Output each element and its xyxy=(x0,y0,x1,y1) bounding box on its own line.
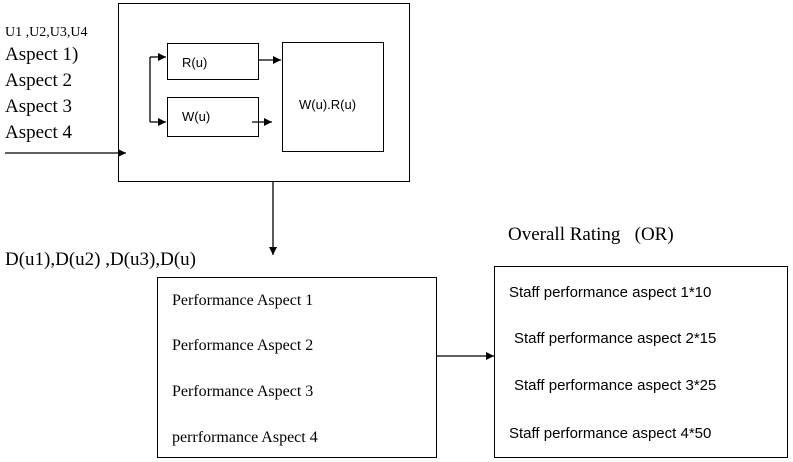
r-label: R(u) xyxy=(182,55,208,70)
performance-aspect-1: Performance Aspect 1 xyxy=(172,292,314,309)
process-block xyxy=(118,3,410,182)
w-label: W(u) xyxy=(182,109,211,124)
overall-rating-item-1: Staff performance aspect 1*10 xyxy=(509,284,712,301)
aspect-label-1: Aspect 1) xyxy=(5,44,79,65)
performance-aspect-2: Performance Aspect 2 xyxy=(172,337,314,354)
performance-aspects-box: Performance Aspect 1 Performance Aspect … xyxy=(157,277,437,458)
aspect-label-2: Aspect 2 xyxy=(5,70,73,91)
users-label: U1 ,U2,U3,U4 xyxy=(5,25,88,40)
overall-rating-box: Staff performance aspect 1*10 Staff perf… xyxy=(494,266,788,458)
overall-rating-title: Overall Rating (OR) xyxy=(508,224,674,245)
r-block: R(u) xyxy=(167,43,259,80)
w-block: W(u) xyxy=(167,97,259,137)
aspect-label-3: Aspect 3 xyxy=(5,96,73,117)
overall-rating-item-2: Staff performance aspect 2*15 xyxy=(514,330,717,347)
product-label: W(u).R(u) xyxy=(299,97,357,112)
overall-rating-item-4: Staff performance aspect 4*50 xyxy=(509,425,712,442)
performance-aspect-4: perrformance Aspect 4 xyxy=(172,429,318,446)
overall-rating-item-3: Staff performance aspect 3*25 xyxy=(514,377,717,394)
product-block: W(u).R(u) xyxy=(282,42,384,152)
aspect-label-4: Aspect 4 xyxy=(5,122,73,143)
performance-aspect-3: Performance Aspect 3 xyxy=(172,383,314,400)
decision-label: D(u1),D(u2) ,D(u3),D(u) xyxy=(5,249,197,270)
